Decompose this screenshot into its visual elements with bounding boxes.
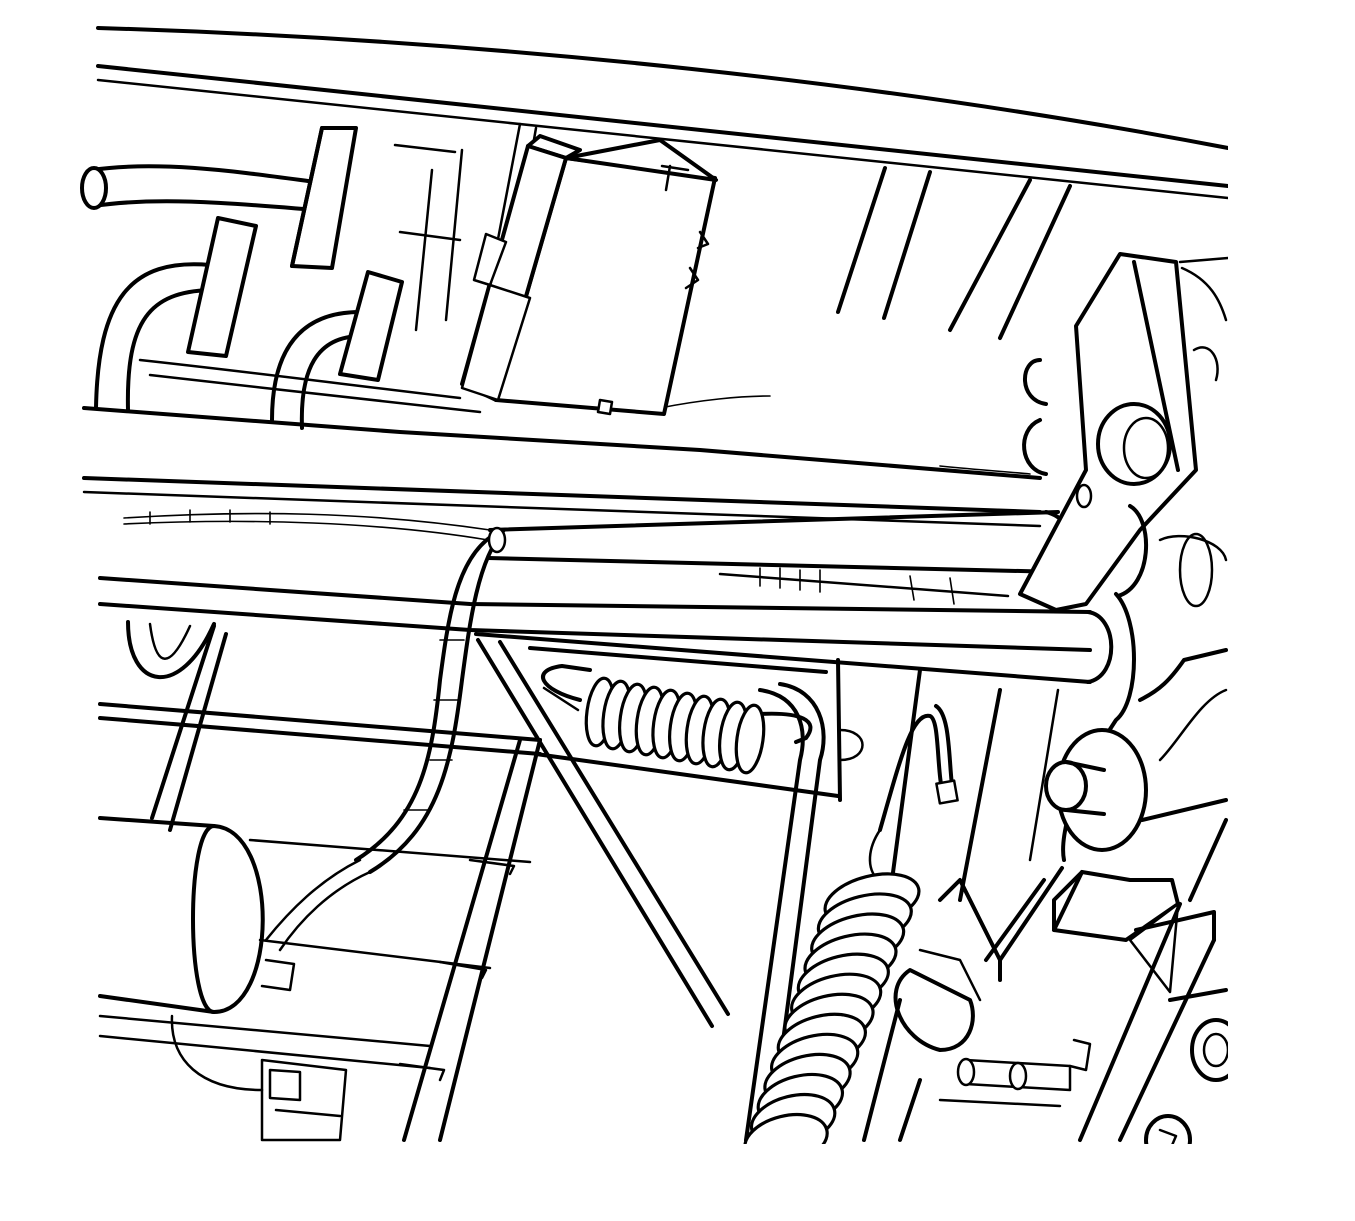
upper-brackets (186, 122, 538, 382)
lower-left-latch (170, 958, 348, 1142)
right-margin (1228, 0, 1355, 1221)
pin-and-clip (862, 878, 1092, 1142)
floor-plate (82, 358, 1042, 528)
upper-tension-spring (541, 664, 813, 775)
top-housing-edges (96, 26, 1230, 340)
right-latch-assembly (984, 252, 1228, 982)
upper-left-hoses (80, 164, 364, 430)
upper-spring-coils (584, 676, 766, 775)
long-rod (123, 509, 1076, 605)
upper-spring-coil (734, 703, 766, 775)
lower-compression-spring (743, 704, 959, 1168)
lower-right-bolt (1144, 1018, 1242, 1166)
diagonal-strut (476, 638, 828, 1028)
left-cylinder (98, 624, 542, 1142)
harness-wire (264, 526, 507, 952)
lower-right-bracket (1052, 818, 1228, 1142)
bottom-margin (0, 1144, 1355, 1221)
connector-module (460, 134, 718, 416)
